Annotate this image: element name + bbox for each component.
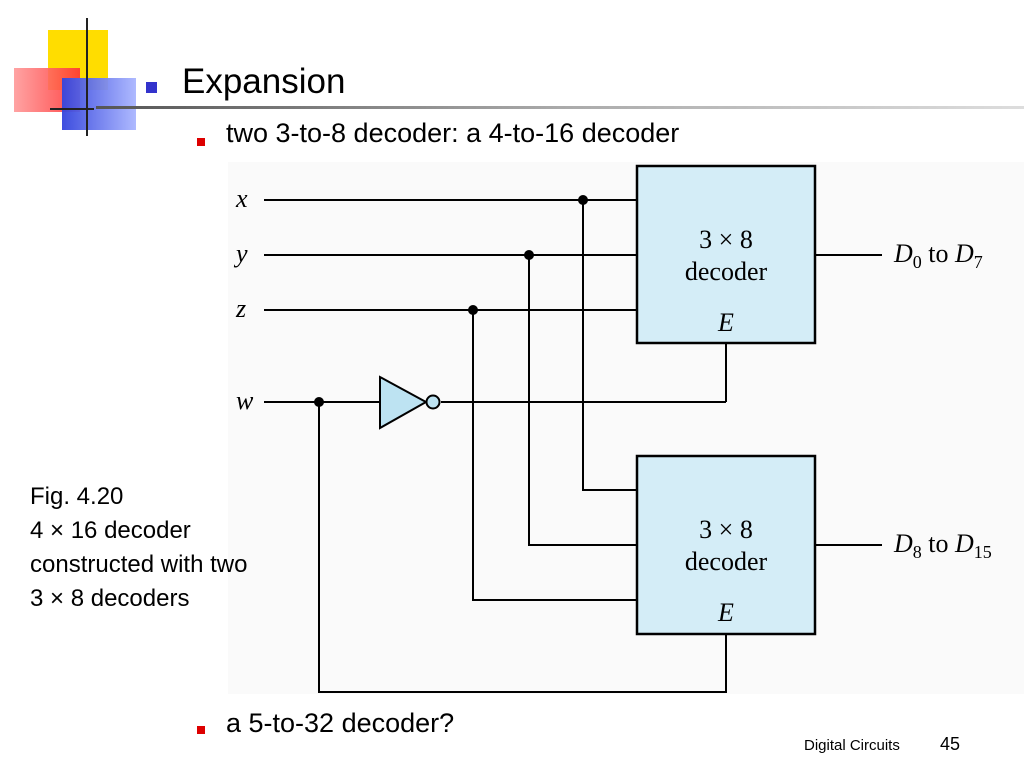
- wire-y-branch: [528, 255, 637, 546]
- decoder-bottom-box: [635, 454, 817, 636]
- bullet-text-1: two 3-to-8 decoder: a 4-to-16 decoder: [226, 118, 680, 148]
- input-label-y: y: [233, 239, 248, 268]
- decoder-top-box: [635, 164, 817, 345]
- figure-caption: Fig. 4.20 4 × 16 decoder constructed wit…: [30, 480, 247, 616]
- decoder-bottom-enable: E: [717, 598, 734, 627]
- junction-dot: [524, 250, 534, 260]
- output-label-bottom: D8 to D15: [893, 529, 992, 562]
- caption-line-3: constructed with two: [30, 551, 248, 578]
- inverter-gate-icon: [379, 375, 429, 430]
- figure-area: x y z w 3 × 8 decoder E 3 × 8 decoder E …: [228, 162, 1024, 694]
- wire-z-branch: [472, 310, 637, 601]
- output-label-top: D0 to D7: [893, 239, 983, 272]
- junction-dot: [314, 397, 324, 407]
- bullet-square-icon: [197, 138, 205, 146]
- caption-line-2: 4 × 16 decoder: [30, 517, 191, 544]
- footer-text: Digital Circuits: [804, 737, 900, 754]
- slide-title: Expansion: [182, 62, 346, 101]
- page-number: 45: [940, 734, 961, 754]
- inverter-bubble-icon: [425, 394, 441, 410]
- title-underline: [96, 106, 1024, 109]
- junction-dot: [468, 305, 478, 315]
- logo-blue-square: [62, 78, 136, 130]
- decoder-diagram: x y z w 3 × 8 decoder E 3 × 8 decoder E …: [233, 164, 992, 693]
- title-bullet-icon: [146, 82, 157, 93]
- input-label-x: x: [235, 184, 248, 213]
- decoder-top-size: 3 × 8: [699, 225, 753, 254]
- input-label-w: w: [236, 386, 254, 415]
- input-label-z: z: [235, 294, 246, 323]
- junction-dot: [578, 195, 588, 205]
- caption-line-1: Fig. 4.20: [30, 483, 124, 510]
- decoder-bottom-name: decoder: [685, 547, 768, 576]
- decoder-bottom-size: 3 × 8: [699, 515, 753, 544]
- logo-vertical-line: [86, 18, 88, 136]
- decoder-top-name: decoder: [685, 257, 768, 286]
- caption-line-4: 3 × 8 decoders: [30, 585, 190, 612]
- logo-horizontal-line: [50, 108, 94, 110]
- bullet-text-2: a 5-to-32 decoder?: [226, 708, 455, 738]
- decoder-top-enable: E: [717, 308, 734, 337]
- wire-w-branch: [318, 402, 727, 693]
- bullet-square-icon: [197, 726, 205, 734]
- wire-x-branch: [582, 200, 637, 491]
